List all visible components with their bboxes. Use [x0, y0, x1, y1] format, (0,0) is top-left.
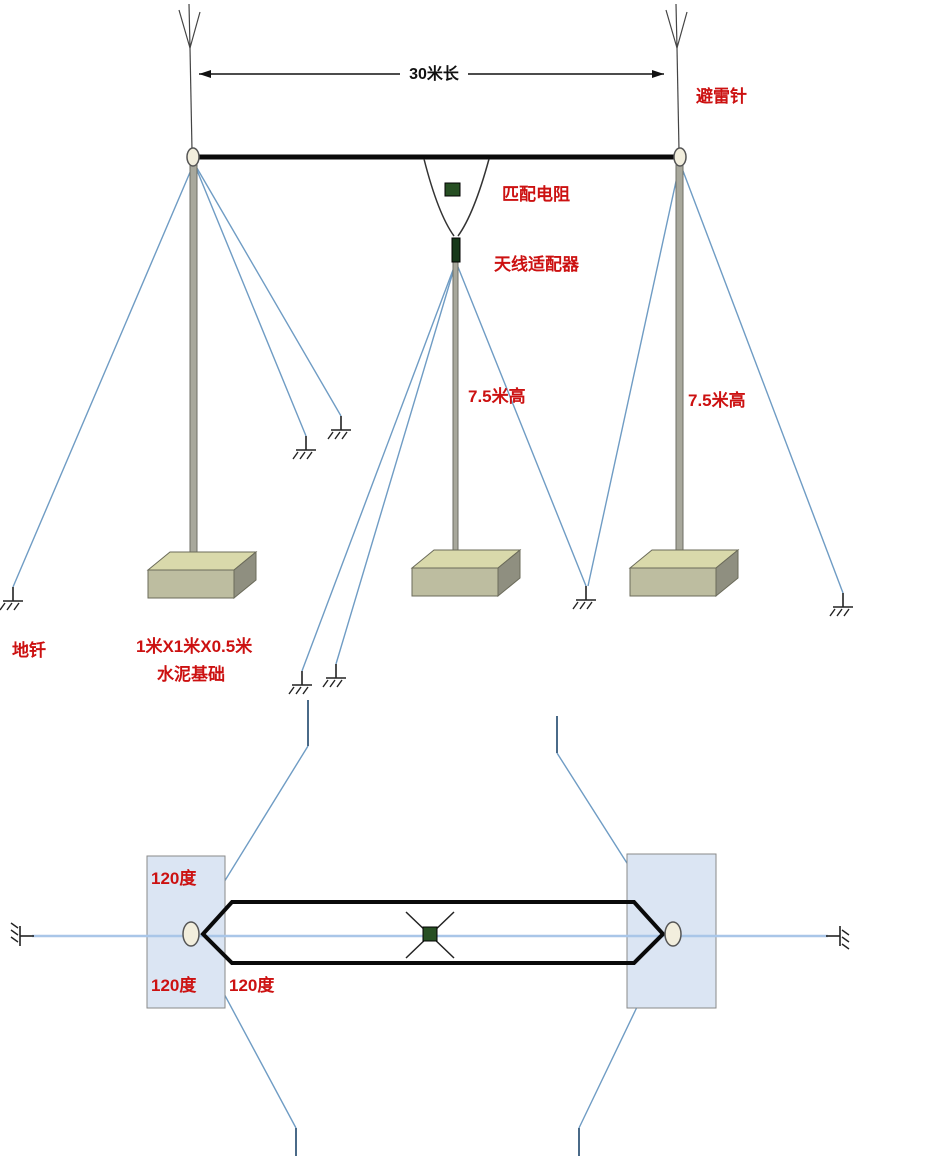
- ground-anchor-icon: [292, 435, 317, 460]
- arrow-left-icon: [199, 70, 211, 78]
- antenna-adapter: [451, 237, 461, 263]
- lightning-rod-label: 避雷针: [696, 86, 747, 106]
- ground-anchor-icon: [0, 586, 24, 611]
- foundation-center: [410, 548, 522, 598]
- ground-anchor-icon: [288, 670, 313, 695]
- foundation-left: [146, 550, 258, 600]
- foundation-right: [628, 548, 740, 598]
- anchor-ticks: [295, 700, 580, 1156]
- left-mast: [189, 159, 198, 563]
- right-mast: [675, 159, 684, 563]
- ground-anchor-icon: [327, 415, 352, 440]
- guy-wires-elevation: [12, 162, 844, 672]
- angle-label-bottom-left: 120度: [151, 975, 197, 995]
- ground-anchor-icon: [825, 925, 850, 950]
- lightning-rod-left-icon: [178, 3, 201, 151]
- foundation-material-label: 水泥基础: [157, 664, 225, 684]
- matching-resistor: [444, 182, 461, 197]
- ground-anchor-icon: [829, 592, 854, 617]
- right-mast-height-label: 7.5米高: [688, 390, 746, 410]
- center-feed-mast: [452, 255, 459, 559]
- mast-top-joint-right: [673, 147, 687, 167]
- dimension-30m: 30米长: [199, 64, 664, 83]
- angle-label-bottom-right: 120度: [229, 975, 275, 995]
- ground-anchor-icon: [572, 585, 597, 610]
- antenna-adapter-label: 天线适配器: [494, 254, 580, 274]
- matching-resistor-assembly: [423, 158, 490, 263]
- lightning-rod-right-icon: [665, 3, 688, 151]
- mast-section-right: [664, 921, 682, 947]
- mast-top-joint-left: [186, 147, 200, 167]
- mast-section-left: [182, 921, 200, 947]
- matching-resistor-label: 匹配电阻: [502, 184, 570, 204]
- span-length-label: 30米长: [409, 64, 460, 83]
- ground-anchor-icon: [10, 922, 35, 947]
- antenna-loop: [200, 900, 666, 965]
- ground-stake-label: 地钎: [12, 640, 46, 660]
- center-mast-height-label: 7.5米高: [468, 386, 526, 406]
- elevation-view: 30米长: [0, 3, 854, 695]
- angle-label-top: 120度: [151, 868, 197, 888]
- ground-anchor-icon: [322, 663, 347, 688]
- feed-point: [422, 926, 438, 942]
- arrow-right-icon: [652, 70, 664, 78]
- plan-view: 120度 120度 120度: [10, 700, 850, 1156]
- foundation-size-label: 1米X1米X0.5米: [136, 636, 253, 656]
